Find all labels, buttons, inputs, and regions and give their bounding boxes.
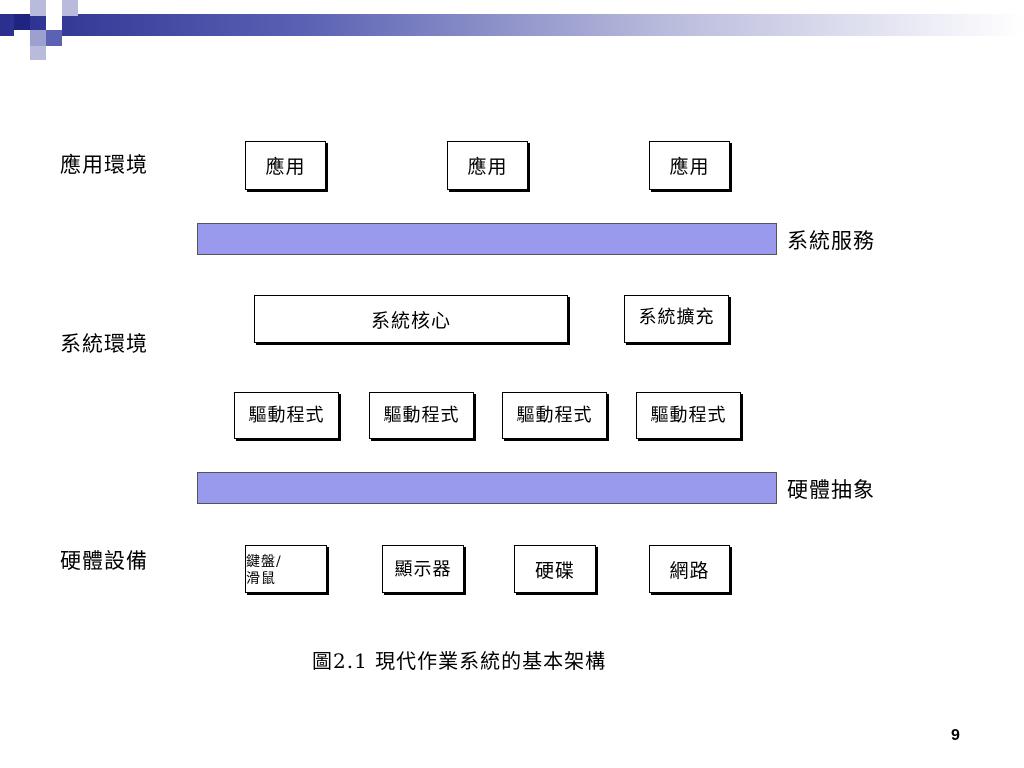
figure-caption: 圖2.1 現代作業系統的基本架構 xyxy=(312,649,607,673)
header-square-decoration xyxy=(46,30,62,46)
application-box: 應用 xyxy=(245,141,326,190)
hardware-abstraction-label: 硬體抽象 xyxy=(787,478,875,502)
network-box: 網路 xyxy=(649,545,730,593)
display-box: 顯示器 xyxy=(382,545,464,593)
header-square-decoration xyxy=(14,30,30,46)
layer-label-hardware-devices: 硬體設備 xyxy=(60,549,148,573)
header-square-decoration xyxy=(62,0,78,16)
header-square-decoration xyxy=(30,46,46,60)
extension-box: 系統擴充 xyxy=(624,295,729,343)
mouse-label: 滑鼠 xyxy=(246,570,276,587)
layer-label-system-env: 系統環境 xyxy=(60,332,148,356)
application-box: 應用 xyxy=(649,141,730,190)
driver-box: 驅動程式 xyxy=(234,392,339,439)
driver-box: 驅動程式 xyxy=(502,392,607,439)
driver-box: 驅動程式 xyxy=(636,392,741,439)
keyboard-label: 鍵盤/ xyxy=(246,553,282,570)
kernel-box: 系統核心 xyxy=(254,295,568,343)
page-number: 9 xyxy=(951,727,960,744)
disk-box: 硬碟 xyxy=(514,545,596,593)
system-services-label: 系統服務 xyxy=(787,229,875,253)
system-services-band xyxy=(197,223,777,255)
header-square-decoration xyxy=(30,30,46,46)
header-square-decoration xyxy=(14,14,30,30)
layer-label-application-env: 應用環境 xyxy=(60,153,148,177)
header-gradient-bar xyxy=(0,14,1024,36)
header-square-decoration xyxy=(30,0,46,16)
keyboard-mouse-box: 鍵盤/ 滑鼠 xyxy=(245,545,327,593)
hardware-abstraction-band xyxy=(197,472,777,504)
application-box: 應用 xyxy=(447,141,528,190)
header-square-decoration xyxy=(46,14,62,30)
driver-box: 驅動程式 xyxy=(369,392,474,439)
